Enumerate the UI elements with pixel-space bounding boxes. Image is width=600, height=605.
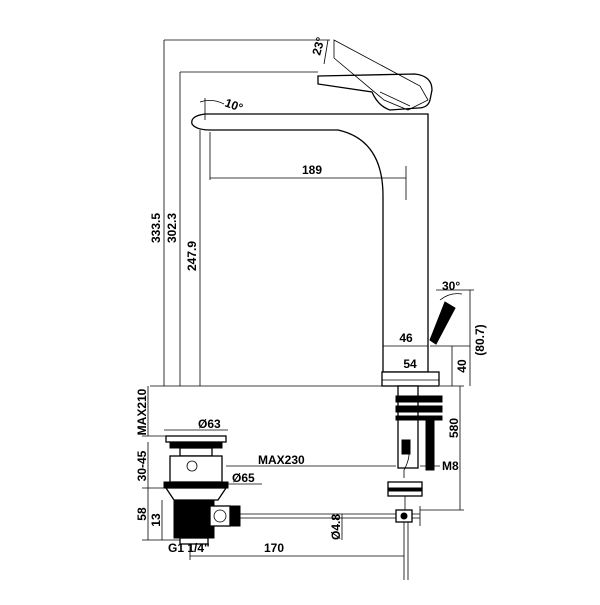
label-hose-length: 580 bbox=[447, 418, 461, 438]
waste-nut bbox=[163, 481, 229, 489]
label-base-inner: 46 bbox=[399, 331, 413, 345]
washer-1 bbox=[395, 395, 443, 403]
label-dim-58: 58 bbox=[135, 507, 149, 521]
label-angle-popup: 30° bbox=[442, 279, 460, 293]
label-range-30-45: 30-45 bbox=[135, 450, 149, 481]
label-spout-reach: 189 bbox=[302, 163, 322, 177]
label-thread-m8: M8 bbox=[442, 459, 459, 473]
label-base-outer: 54 bbox=[403, 357, 417, 371]
dimension-labels: 23° 10° 30° 333.5 302.3 247.9 189 46 54 … bbox=[135, 35, 487, 555]
faucet-body bbox=[191, 113, 429, 373]
hose-left-ferrule bbox=[401, 439, 411, 455]
rod-connector-hole bbox=[213, 509, 227, 523]
label-diameter-65: Ø65 bbox=[232, 471, 255, 485]
waste-lower-body bbox=[164, 487, 228, 501]
popup-waste bbox=[163, 435, 421, 580]
handle-raised-outline bbox=[333, 39, 429, 111]
waste-cap-lower bbox=[169, 441, 223, 449]
label-lever-height: (80.7) bbox=[473, 324, 487, 355]
label-diameter-63: Ø63 bbox=[198, 417, 221, 431]
waste-flange bbox=[179, 447, 213, 457]
washer-3 bbox=[395, 415, 443, 421]
hose-right bbox=[425, 419, 435, 471]
label-diameter-rod: Ø4.8 bbox=[329, 514, 343, 540]
label-base-height: 40 bbox=[455, 359, 469, 373]
label-angle-spout: 10° bbox=[223, 96, 245, 115]
washer-2 bbox=[395, 405, 443, 413]
label-max-210: MAX210 bbox=[135, 388, 149, 435]
waste-tail-end bbox=[179, 537, 209, 545]
rod-connector bbox=[209, 505, 231, 527]
base-plate bbox=[381, 371, 440, 387]
nut-band bbox=[387, 487, 423, 492]
dimension-lines bbox=[142, 39, 474, 560]
label-thread-g: G1 1/4" bbox=[168, 541, 210, 555]
rod-clip-screw bbox=[400, 512, 408, 520]
waste-tail-thread bbox=[173, 499, 215, 539]
waste-cap bbox=[165, 435, 227, 443]
label-height-spout-outlet: 247.9 bbox=[185, 241, 199, 271]
label-max-230: MAX230 bbox=[258, 453, 305, 467]
label-dim-13: 13 bbox=[149, 513, 163, 527]
label-length-170: 170 bbox=[264, 541, 284, 555]
rod-connector-nut bbox=[229, 505, 241, 527]
label-height-spout-top: 302.3 bbox=[165, 213, 179, 243]
waste-body-hole bbox=[186, 460, 198, 472]
handle-raised-detail bbox=[379, 91, 411, 107]
label-angle-lever-top: 23° bbox=[309, 35, 327, 56]
label-height-total: 333.5 bbox=[149, 213, 163, 243]
popup-rod-lever bbox=[429, 301, 456, 345]
